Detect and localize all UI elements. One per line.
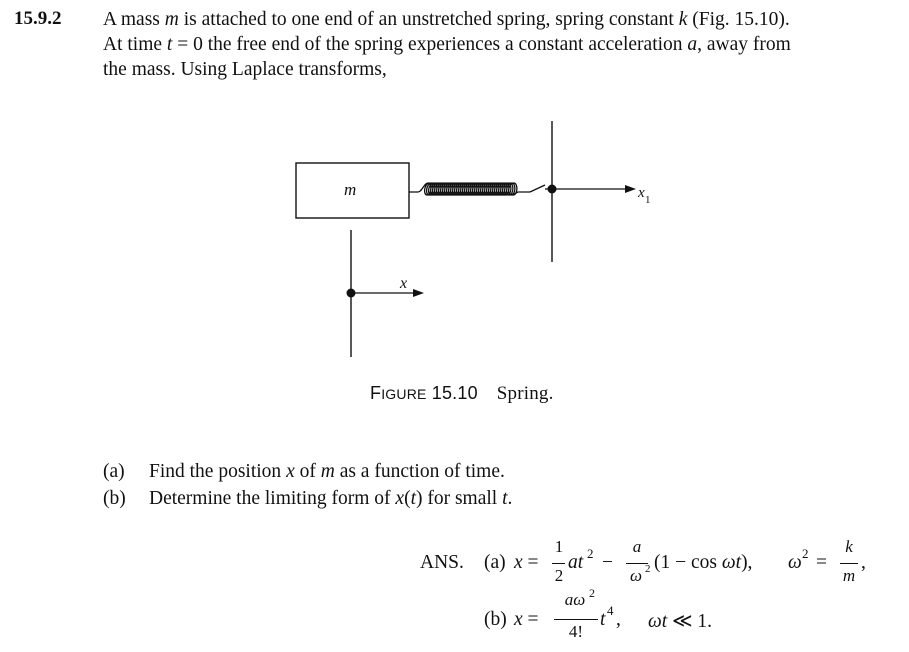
answer-a-label: (a) <box>484 552 506 573</box>
spring-coil <box>409 182 530 196</box>
part-b-text: Determine the limiting form of x(t) for … <box>149 488 513 509</box>
x1-label: x <box>637 185 645 201</box>
statement-line-3: the mass. Using Laplace transforms, <box>103 59 387 80</box>
statement-line-2: At time t = 0 the free end of the spring… <box>103 34 791 55</box>
figure-caption: FIGURE 15.10 Spring. <box>370 383 554 405</box>
statement-line-1: A mass m is attached to one end of an un… <box>103 9 790 30</box>
part-a: (a)Find the position x of m as a functio… <box>103 461 505 482</box>
x1-arrowhead <box>625 185 636 193</box>
part-b: (b)Determine the limiting form of x(t) f… <box>103 488 513 509</box>
answer-prefix: ANS. <box>420 552 464 573</box>
problem-number: 15.9.2 <box>14 8 62 29</box>
x-label: x <box>399 275 407 292</box>
answer-b-label: (b) <box>484 609 507 630</box>
caption-text: Spring. <box>496 383 554 404</box>
part-a-text: Find the position x of m as a function o… <box>149 461 505 482</box>
caption-prefix: FIGURE 15.10 <box>370 383 478 403</box>
x1-subscript: 1 <box>645 194 651 206</box>
parts-list: (a)Find the position x of m as a functio… <box>103 458 512 512</box>
spring-end-link <box>529 184 546 193</box>
problem-statement: A mass m is attached to one end of an un… <box>103 7 893 82</box>
x-arrowhead <box>413 289 424 297</box>
mass-block <box>295 162 410 219</box>
mass-label: m <box>344 180 356 199</box>
